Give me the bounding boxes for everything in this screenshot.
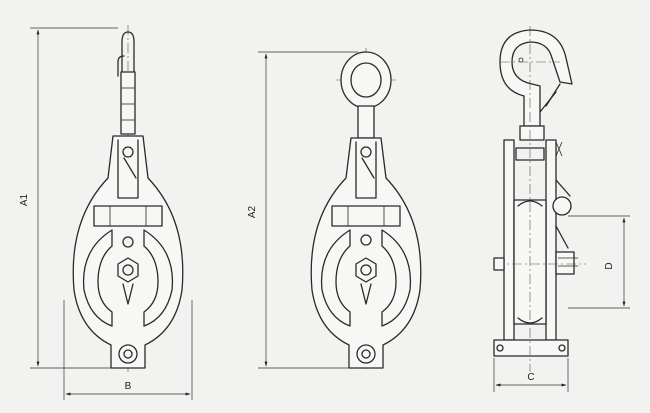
label-a2: A2 <box>247 205 258 218</box>
dimension-a2: A2 <box>247 51 358 369</box>
label-a1: A1 <box>19 193 30 206</box>
label-c: C <box>527 372 534 383</box>
dimension-d: D <box>568 215 630 309</box>
view-1-hook-block <box>72 25 184 372</box>
dimension-b: B <box>63 300 193 400</box>
label-b: B <box>125 381 132 392</box>
dimension-a1: A1 <box>19 27 118 369</box>
view-3-side <box>493 26 586 372</box>
label-d: D <box>604 262 615 269</box>
view-2-eye-block <box>310 48 422 372</box>
dimension-c: C <box>493 358 569 392</box>
